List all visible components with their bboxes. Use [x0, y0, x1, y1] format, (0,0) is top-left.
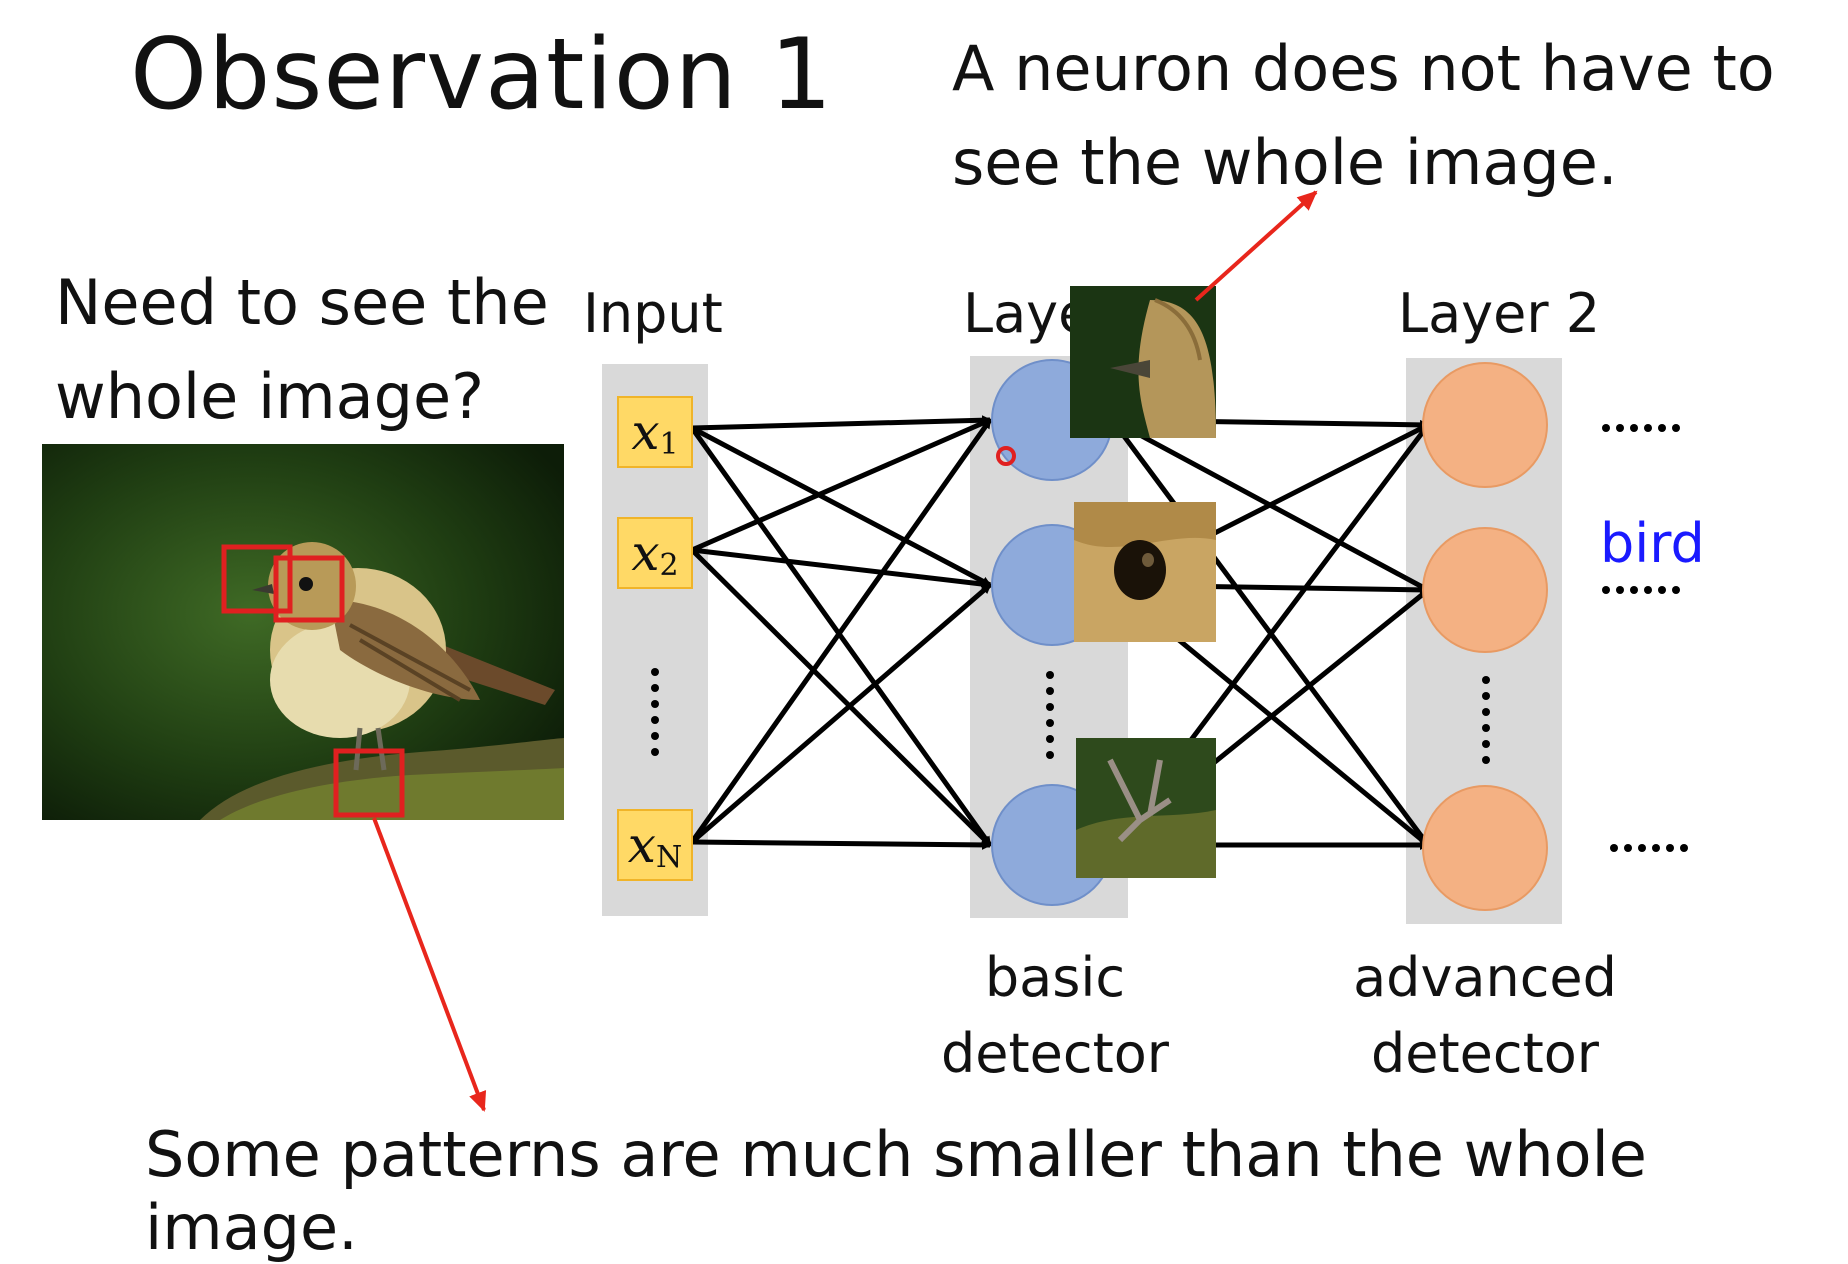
layer1-caption: basic detector — [930, 940, 1180, 1092]
layer2-output-ellipsis-1 — [1602, 424, 1680, 432]
bird-output-label: bird — [1600, 512, 1705, 575]
claw-patch-image — [1076, 738, 1216, 878]
cursor-marker-icon — [996, 446, 1016, 466]
beak-patch-image — [1070, 286, 1216, 438]
arrow-to-top-note — [1194, 190, 1318, 302]
layer2-node-1 — [1422, 362, 1548, 488]
bird-photo — [42, 444, 564, 820]
input-subscript: N — [655, 839, 683, 875]
input-column-label: Input — [583, 282, 723, 345]
input-var: x — [631, 524, 660, 582]
layer2-node-2 — [1422, 527, 1548, 653]
arrow-to-bottom-note — [372, 817, 487, 1112]
question-line1: Need to see the — [55, 266, 549, 339]
input-var: x — [631, 403, 660, 461]
layer2-column-label: Layer 2 — [1398, 282, 1601, 345]
input-subscript: 1 — [659, 426, 679, 462]
question-line2: whole image? — [55, 360, 485, 433]
question-text: Need to see the whole image? — [55, 256, 549, 444]
edges-input-layer1 — [689, 415, 993, 850]
beak-highlight-box — [221, 544, 293, 614]
layer2-caption-line1: advanced — [1353, 946, 1617, 1009]
input-node-xN — [617, 809, 693, 881]
layer2-output-ellipsis-2 — [1602, 586, 1680, 594]
layer1-caption-line2: detector — [941, 1022, 1169, 1085]
slide-title: Observation 1 — [130, 18, 834, 132]
network-diagram — [42, 190, 1688, 1112]
top-note-line2: see the whole image. — [952, 126, 1618, 199]
layer2-vertical-ellipsis — [1482, 676, 1490, 764]
layer2-caption-line2: detector — [1371, 1022, 1599, 1085]
input-var: x — [627, 816, 656, 874]
top-note: A neuron does not have to see the whole … — [952, 22, 1775, 210]
input-node-x2 — [617, 517, 693, 589]
input-node-x1 — [617, 396, 693, 468]
input-subscript: 2 — [659, 547, 679, 583]
layer1-caption-line1: basic — [984, 946, 1126, 1009]
layer2-caption: advanced detector — [1330, 940, 1640, 1092]
layer2-output-ellipsis-3 — [1610, 844, 1688, 852]
top-note-line1: A neuron does not have to — [952, 32, 1775, 105]
layer1-vertical-ellipsis — [1046, 671, 1054, 759]
layer2-node-3 — [1422, 785, 1548, 911]
claw-highlight-box — [333, 748, 405, 818]
eye-highlight-box — [273, 555, 345, 623]
bottom-note: Some patterns are much smaller than the … — [145, 1118, 1647, 1264]
eye-patch-image — [1074, 502, 1216, 642]
input-vertical-ellipsis — [651, 668, 659, 756]
